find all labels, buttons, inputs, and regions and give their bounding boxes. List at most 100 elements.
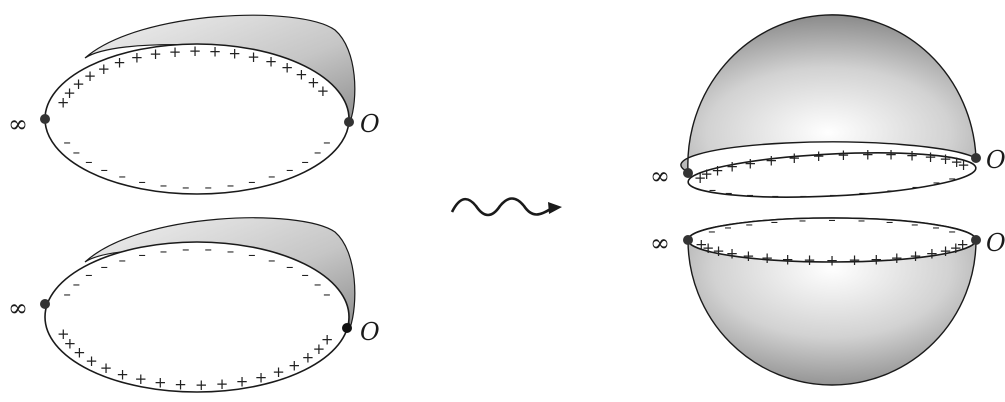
plus-charge: + bbox=[255, 368, 268, 386]
plus-charge: + bbox=[84, 67, 97, 85]
minus-charge: – bbox=[227, 242, 235, 260]
wavy-arrow bbox=[452, 199, 562, 216]
plus-charge: + bbox=[169, 43, 182, 61]
plus-charge: + bbox=[236, 372, 249, 390]
minus-charge: – bbox=[709, 181, 717, 199]
plus-charge: + bbox=[113, 54, 126, 72]
bottom-right-origin-point bbox=[971, 235, 981, 245]
minus-charge: – bbox=[746, 185, 754, 203]
minus-charge: – bbox=[932, 218, 940, 236]
minus-charge: – bbox=[323, 133, 331, 151]
plus-charge: + bbox=[216, 375, 229, 393]
plus-charge: + bbox=[272, 363, 285, 381]
top-left-origin-point bbox=[344, 117, 354, 127]
plus-charge: + bbox=[862, 145, 875, 163]
plus-charge: + bbox=[926, 245, 939, 263]
plus-charge: + bbox=[154, 374, 167, 392]
bottom-right-hemisphere: +++++++++++++++++ ––––––––––– ∞ O bbox=[650, 211, 1005, 386]
top-right-origin-point bbox=[971, 153, 981, 163]
minus-charge: – bbox=[118, 251, 126, 269]
plus-charge: + bbox=[726, 245, 739, 263]
minus-charge: – bbox=[286, 161, 294, 179]
minus-charge: – bbox=[301, 266, 309, 284]
plus-charge: + bbox=[765, 152, 778, 170]
minus-charge: – bbox=[248, 173, 256, 191]
plus-charge: + bbox=[209, 43, 222, 61]
plus-charge: + bbox=[247, 48, 260, 66]
minus-charge: – bbox=[745, 215, 753, 233]
bottom-left-infinity-label: ∞ bbox=[8, 294, 28, 322]
minus-charge: – bbox=[829, 186, 837, 204]
minus-charge: – bbox=[138, 246, 146, 264]
minus-charge: – bbox=[63, 285, 71, 303]
plus-charge: + bbox=[265, 53, 278, 71]
minus-charge: – bbox=[101, 161, 109, 179]
bottom-left-infinity-point bbox=[40, 299, 50, 309]
plus-charge: + bbox=[695, 236, 708, 254]
minus-charge: – bbox=[859, 184, 867, 202]
minus-charge: – bbox=[887, 181, 895, 199]
minus-charge: – bbox=[301, 152, 309, 170]
minus-charge: – bbox=[708, 222, 716, 240]
plus-charge: + bbox=[228, 45, 241, 63]
minus-charge: – bbox=[118, 167, 126, 185]
minus-charge: – bbox=[63, 133, 71, 151]
bottom-left-origin-label: O bbox=[360, 318, 380, 346]
minus-charge: – bbox=[948, 222, 956, 240]
plus-charge: + bbox=[281, 59, 294, 77]
minus-charge: – bbox=[85, 266, 93, 284]
plus-charge: + bbox=[174, 376, 187, 394]
minus-charge: – bbox=[886, 213, 894, 231]
minus-charge: – bbox=[286, 258, 294, 276]
plus-charge: + bbox=[85, 352, 98, 370]
top-left-disk: ++++++++++++++++++ –––––––––––––––– ∞ O bbox=[8, 15, 380, 196]
plus-charge: + bbox=[906, 147, 919, 165]
minus-charge: – bbox=[858, 211, 866, 229]
plus-charge: + bbox=[742, 247, 755, 265]
bottom-left-disk: ++++++++++++++++++ –––––––––––––––– ∞ O bbox=[8, 218, 380, 394]
plus-charge: + bbox=[957, 156, 970, 174]
plus-charge: + bbox=[939, 242, 952, 260]
plus-charge: + bbox=[885, 146, 898, 164]
top-right-hemisphere: ++++++++++++++++ ––––––––––– ∞ O bbox=[650, 15, 1005, 205]
minus-charge: – bbox=[101, 258, 109, 276]
minus-charge: – bbox=[182, 240, 190, 258]
plus-charge: + bbox=[189, 42, 202, 60]
plus-charge: + bbox=[788, 149, 801, 167]
plus-charge: + bbox=[100, 359, 113, 377]
plus-charge: + bbox=[135, 370, 148, 388]
minus-charge: – bbox=[912, 177, 920, 195]
minus-charge: – bbox=[771, 213, 779, 231]
minus-charge: – bbox=[85, 152, 93, 170]
minus-charge: – bbox=[138, 173, 146, 191]
bottom-right-infinity-label: ∞ bbox=[650, 229, 670, 257]
plus-charge: + bbox=[848, 251, 861, 269]
minus-charge: – bbox=[248, 246, 256, 264]
minus-charge: – bbox=[268, 167, 276, 185]
top-left-origin-label: O bbox=[360, 110, 380, 138]
top-left-infinity-label: ∞ bbox=[8, 110, 28, 138]
plus-charge: + bbox=[761, 249, 774, 267]
plus-charge: + bbox=[837, 146, 850, 164]
minus-charge: – bbox=[73, 143, 81, 161]
top-right-origin-label: O bbox=[986, 146, 1005, 174]
minus-charge: – bbox=[227, 176, 235, 194]
plus-charge: + bbox=[711, 161, 724, 179]
plus-charge: + bbox=[131, 49, 144, 67]
minus-charge: – bbox=[933, 173, 941, 191]
minus-charge: – bbox=[205, 178, 213, 196]
plus-charge: + bbox=[313, 340, 326, 358]
minus-charge: – bbox=[799, 211, 807, 229]
minus-charge: – bbox=[828, 211, 836, 229]
plus-charge: + bbox=[781, 250, 794, 268]
top-right-infinity-point bbox=[683, 168, 693, 178]
top-left-infinity-point bbox=[40, 114, 50, 124]
minus-charge: – bbox=[949, 169, 957, 187]
plus-charge: + bbox=[803, 251, 816, 269]
minus-charge: – bbox=[182, 178, 190, 196]
plus-charge: + bbox=[744, 154, 757, 172]
minus-charge: – bbox=[314, 275, 322, 293]
plus-charge: + bbox=[317, 82, 330, 100]
minus-charge: – bbox=[800, 187, 808, 205]
